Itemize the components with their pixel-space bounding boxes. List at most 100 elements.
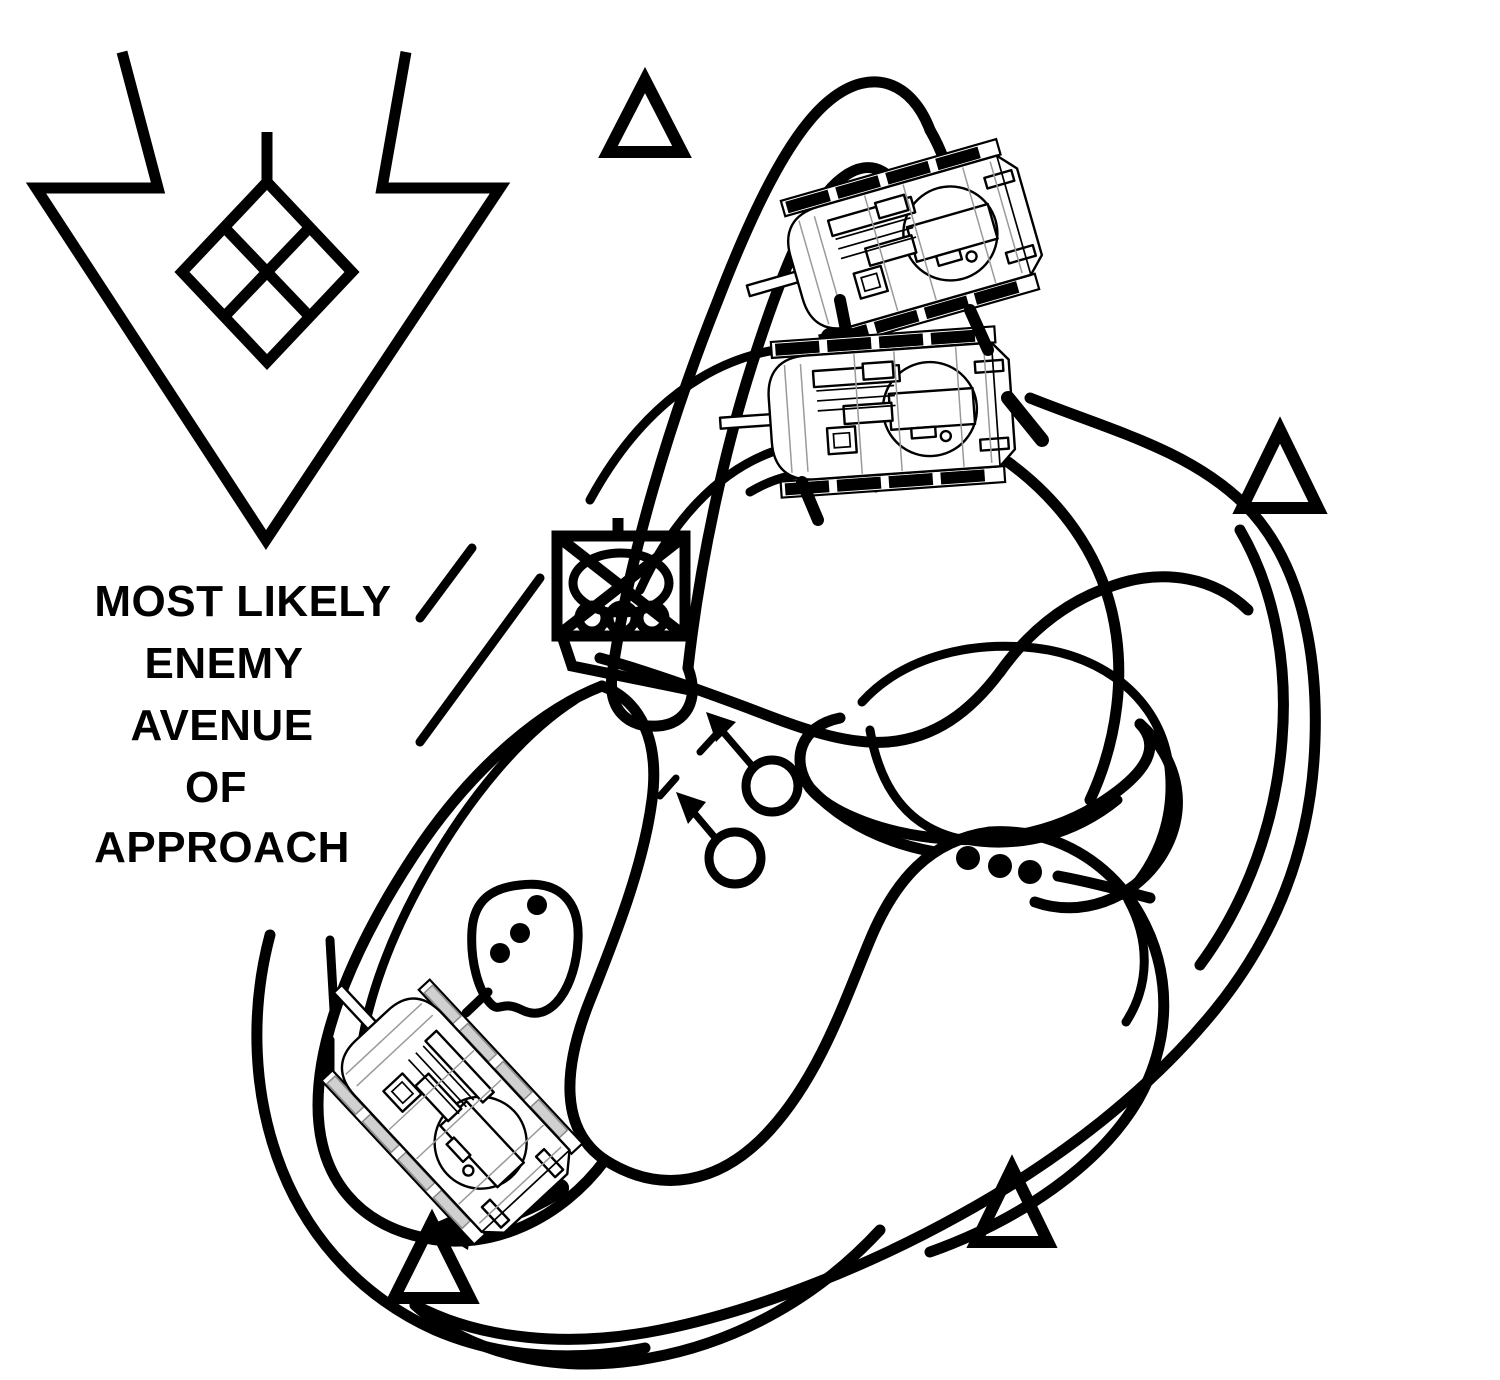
armor-unit-box[interactable] xyxy=(551,518,692,696)
vegetation-dot-1 xyxy=(527,895,547,915)
trp-dash-1 xyxy=(696,724,726,756)
contour-dash-1 xyxy=(834,294,852,336)
contour-vegetation-stem xyxy=(461,987,493,1018)
trp-dash-2 xyxy=(656,774,680,800)
contour-draw-east xyxy=(682,162,912,674)
tank-interior-detail xyxy=(345,1002,562,1224)
gap-dot-1 xyxy=(956,846,980,870)
tank-interior-detail xyxy=(798,161,1023,325)
tank-hatch-inner xyxy=(832,431,852,449)
observation-post-triangles[interactable] xyxy=(384,66,1328,1304)
contour-central-saddle xyxy=(599,826,996,1186)
avenue-label-line-4: OF xyxy=(185,763,247,812)
contour-dash-4 xyxy=(1001,391,1049,447)
contour-left-pocket-east xyxy=(564,680,660,1166)
unit-box-frame xyxy=(551,530,691,642)
ridge-spur-lower xyxy=(1029,718,1183,914)
trp-2-arrow-head xyxy=(676,792,706,824)
contour-dash-2 xyxy=(964,304,994,356)
gap-dot-3 xyxy=(1018,860,1042,884)
tank-stowage-3 xyxy=(445,1136,472,1164)
contour-dash-3 xyxy=(796,476,824,526)
tank-gun-mantlet xyxy=(864,234,918,267)
tank-deck-panel-2 xyxy=(861,360,895,381)
avenue-label-group: MOST LIKELY ENEMY AVENUE OF APPROACH xyxy=(94,577,391,872)
ridge-spur-upper xyxy=(794,712,1156,845)
target-reference-point-circle-2[interactable] xyxy=(704,827,766,889)
contour-bottom-outer xyxy=(409,1224,886,1370)
contour-mid-right xyxy=(994,571,1254,678)
ridge-spur-gap-right xyxy=(1052,870,1156,904)
tank-cupola xyxy=(820,327,843,339)
tank-north-geometry xyxy=(745,137,1044,353)
unit-box-armor-oval xyxy=(568,548,674,618)
contour-lower-central xyxy=(924,826,1170,1258)
avenue-label-line-3: AVENUE xyxy=(130,701,313,750)
tank-rear-plate xyxy=(995,155,1032,276)
label-leader-ticks xyxy=(415,543,545,747)
tank-top-view-southwest[interactable] xyxy=(283,939,590,1253)
tank-hatch xyxy=(382,1072,423,1113)
contour-right-lower xyxy=(1121,895,1149,1027)
avenue-label-line-5: APPROACH xyxy=(94,823,350,872)
mechanized-infantry-diamond xyxy=(174,132,360,371)
tank-track-links xyxy=(325,984,569,1230)
tank-hatch-inner xyxy=(390,1080,415,1105)
terrain-contours xyxy=(251,76,1321,1370)
ridge-spur-gap-left xyxy=(804,782,941,858)
tank-stowage-1 xyxy=(534,1147,565,1179)
unit-box-wheel-1 xyxy=(574,600,610,636)
contour-draw-west xyxy=(606,76,936,681)
tank-track-links xyxy=(774,329,986,496)
contour-dashes-near-tanks xyxy=(796,294,1049,526)
slope-tick-left-1 xyxy=(325,935,339,1015)
contour-vegetation-blob xyxy=(467,879,583,1018)
tank-turret-box xyxy=(887,386,977,432)
contour-right-outer xyxy=(1194,524,1289,971)
avenue-label-line-2: ENEMY xyxy=(145,639,304,688)
unit-box-wheel-3 xyxy=(634,600,670,636)
tank-top-view-north[interactable] xyxy=(727,136,1051,366)
target-reference-points[interactable] xyxy=(656,712,803,889)
tank-deck-panel-1 xyxy=(424,1029,495,1104)
avenue-label-line-1: MOST LIKELY xyxy=(94,577,391,626)
tank-stowage-1 xyxy=(973,358,1005,375)
tank-gun-mantlet xyxy=(414,1072,463,1123)
tank-stowage-1 xyxy=(983,168,1016,190)
observation-post-triangle-north[interactable] xyxy=(598,66,692,158)
tank-stowage-2 xyxy=(1004,243,1038,265)
vegetation-dot-3 xyxy=(490,943,510,963)
tank-stowage-2 xyxy=(480,1198,511,1229)
tank-deck-panel-2 xyxy=(873,193,910,220)
tank-hatch xyxy=(825,425,858,456)
observation-post-triangle-south[interactable] xyxy=(966,1154,1058,1248)
tank-stowage-3 xyxy=(934,248,964,268)
avenue-arrow-outline xyxy=(25,50,511,550)
gap-dot-2 xyxy=(988,854,1012,878)
tank-hatch-inner xyxy=(860,272,882,293)
contour-right-upper xyxy=(1002,456,1125,806)
unit-box-leader-1 xyxy=(556,634,692,696)
contour-arc-west-of-tank xyxy=(585,343,795,505)
leader-tick-1 xyxy=(415,543,477,623)
vegetation-dot-2 xyxy=(510,923,530,943)
contour-draw-bottom xyxy=(606,662,698,732)
observation-post-triangle-east[interactable] xyxy=(1232,416,1328,514)
tank-southwest-geometry xyxy=(319,978,585,1246)
observation-post-triangle-southwest[interactable] xyxy=(384,1208,480,1304)
tank-stowage-3 xyxy=(910,425,938,440)
tank-interior-detail xyxy=(783,347,993,474)
avenue-of-approach-arrow[interactable] xyxy=(25,50,511,550)
tank-center-geometry xyxy=(718,325,1017,499)
tank-port xyxy=(939,429,953,443)
tank-port xyxy=(965,250,978,263)
tank-hatch xyxy=(852,264,889,300)
tank-rear-plate xyxy=(990,342,1001,467)
leader-tick-2 xyxy=(415,573,545,747)
tank-top-view-center[interactable] xyxy=(714,315,1017,501)
target-reference-point-circle-1[interactable] xyxy=(741,755,803,817)
contour-ridge-loop-bottom xyxy=(865,725,1123,848)
tank-stowage-2 xyxy=(978,436,1011,452)
